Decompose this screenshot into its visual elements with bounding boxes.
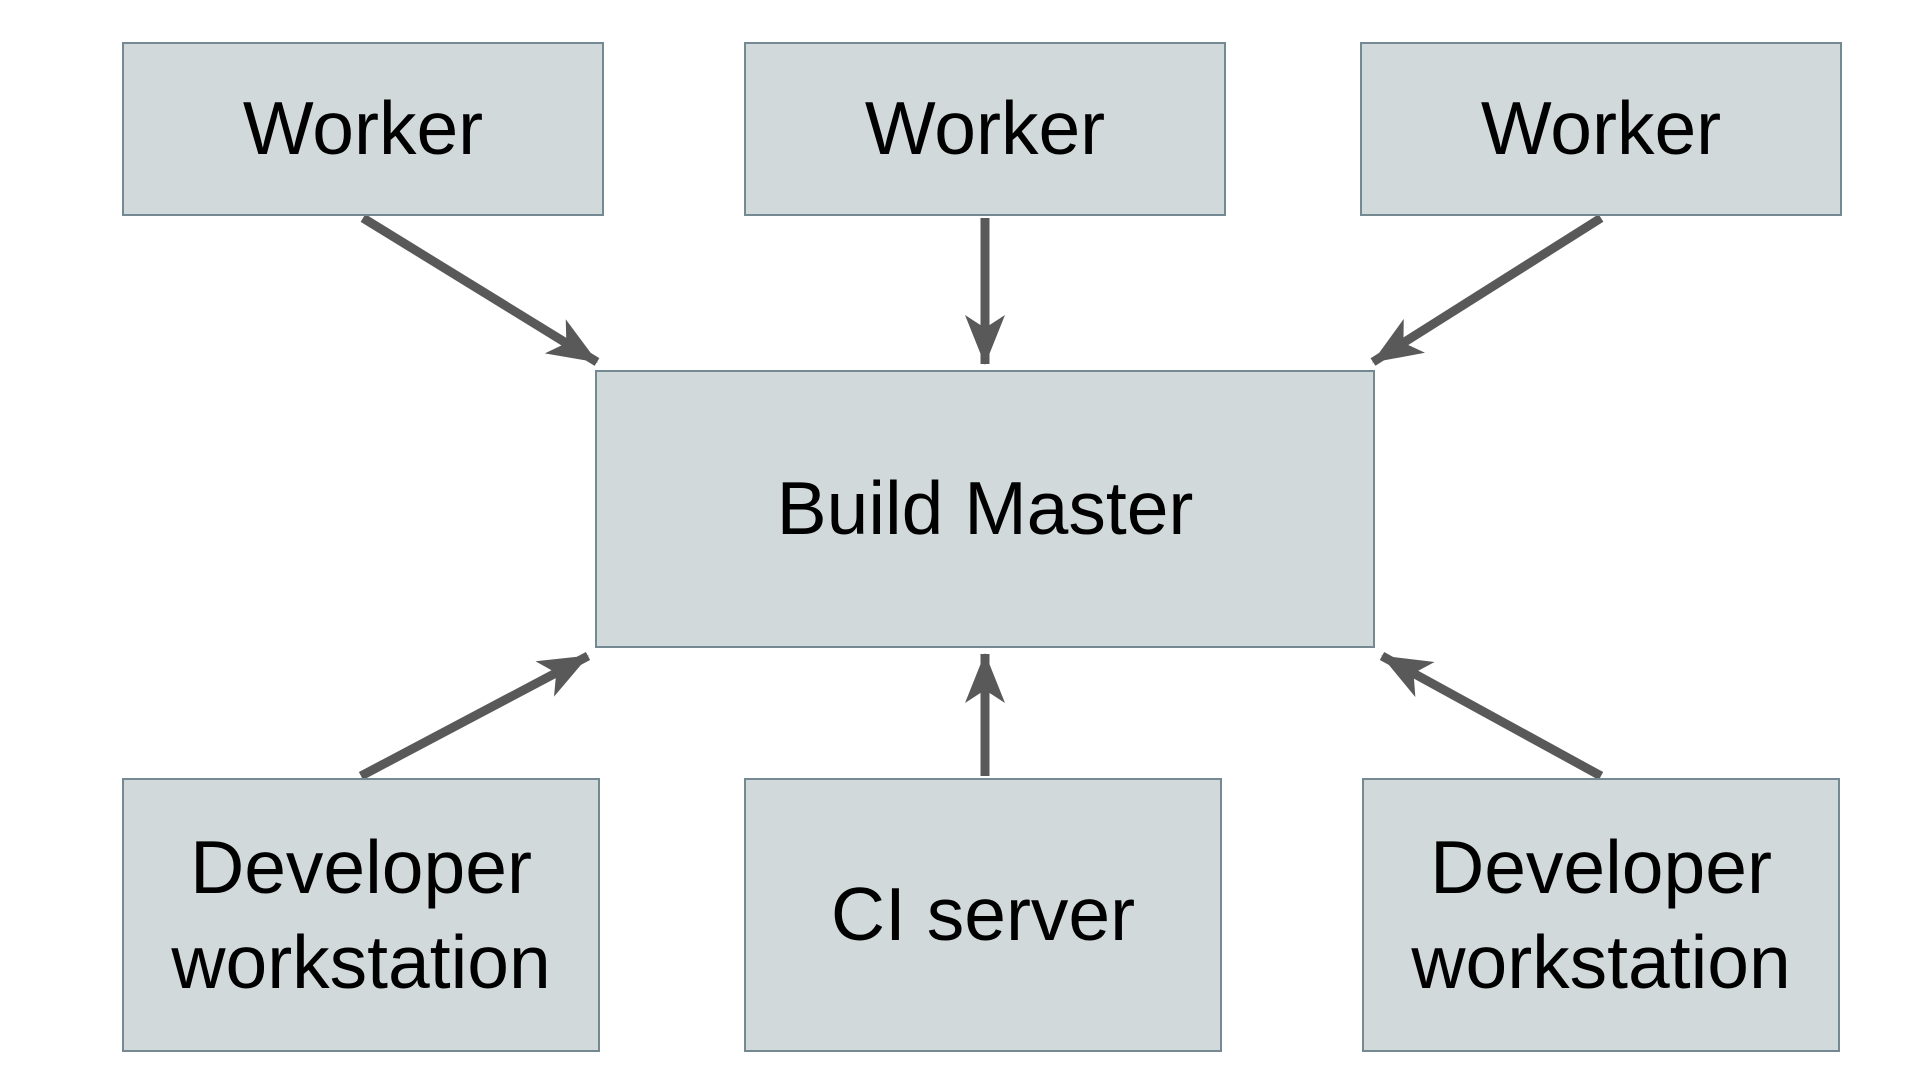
ci-server-label: CI server (830, 872, 1136, 957)
worker-2-node: Worker (744, 42, 1226, 216)
worker-3-label: Worker (1480, 86, 1722, 171)
worker-1-node: Worker (122, 42, 604, 216)
developer-workstation-1-node: Developer workstation (122, 778, 600, 1052)
arrow-worker-3-to-build-master (1370, 214, 1604, 366)
build-master-node: Build Master (595, 370, 1375, 648)
build-master-label: Build Master (776, 466, 1194, 551)
arrow-developer-workstation-1-to-build-master (358, 652, 591, 780)
ci-server-node: CI server (744, 778, 1222, 1052)
developer-workstation-2-node: Developer workstation (1362, 778, 1840, 1052)
developer-workstation-2-label: Developer workstation (1411, 824, 1791, 1004)
arrow-developer-workstation-2-to-build-master (1379, 652, 1604, 780)
worker-3-node: Worker (1360, 42, 1842, 216)
arrow-worker-1-to-build-master (360, 214, 600, 366)
worker-2-label: Worker (864, 86, 1106, 171)
worker-1-label: Worker (242, 86, 484, 171)
developer-workstation-1-label: Developer workstation (171, 824, 551, 1004)
